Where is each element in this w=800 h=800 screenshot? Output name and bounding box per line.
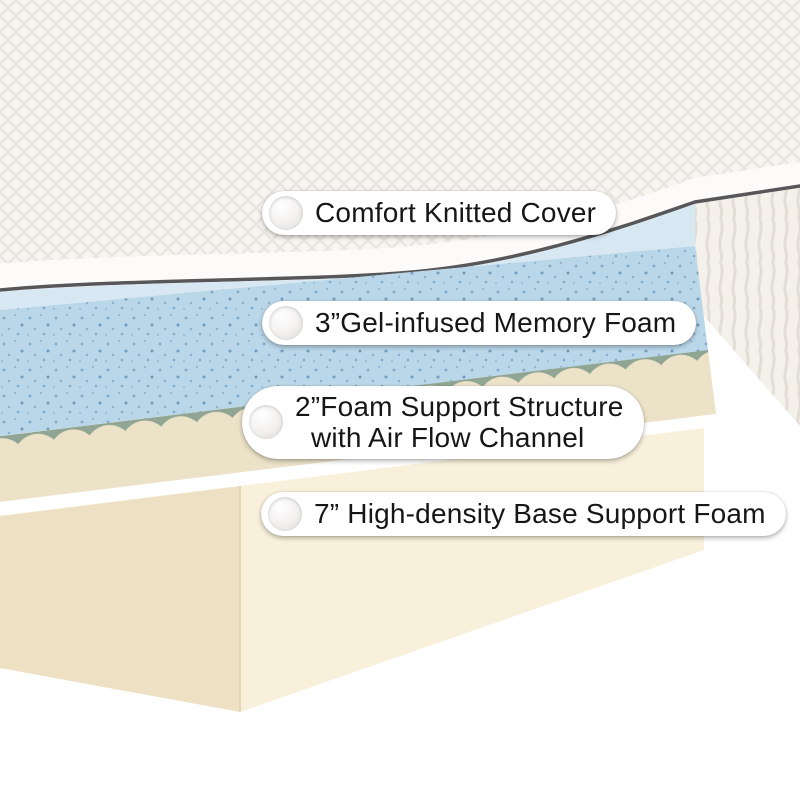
callout-base-support-foam: 7” High-density Base Support Foam (261, 492, 786, 536)
cover-side-lip (695, 162, 800, 204)
callout-comfort-knitted-cover: Comfort Knitted Cover (262, 191, 617, 235)
callout-dot-icon (269, 306, 303, 340)
mattress-side-panel (695, 188, 800, 426)
callout-gel-memory-foam: 3”Gel-infused Memory Foam (262, 301, 697, 345)
callout-dot-icon (249, 405, 283, 440)
callout-label-line-2: with Air Flow Channel (311, 422, 585, 454)
callout-label: 7” High-density Base Support Foam (314, 498, 766, 529)
callout-label: Comfort Knitted Cover (315, 197, 597, 228)
callout-label-line-1: 2”Foam Support Structure (295, 391, 624, 422)
callout-foam-support-structure: 2”Foam Support Structure with Air Flow C… (242, 386, 644, 459)
gel-foam-top-surface (0, 204, 695, 310)
cover-front-lip (0, 178, 695, 290)
base-foam-left-face (0, 486, 240, 712)
callout-label: 3”Gel-infused Memory Foam (315, 307, 677, 338)
callout-label-multiline: 2”Foam Support Structure with Air Flow C… (295, 391, 624, 454)
callout-dot-icon (269, 196, 303, 230)
callout-dot-icon (268, 497, 302, 531)
cover-edge-line (0, 184, 800, 292)
